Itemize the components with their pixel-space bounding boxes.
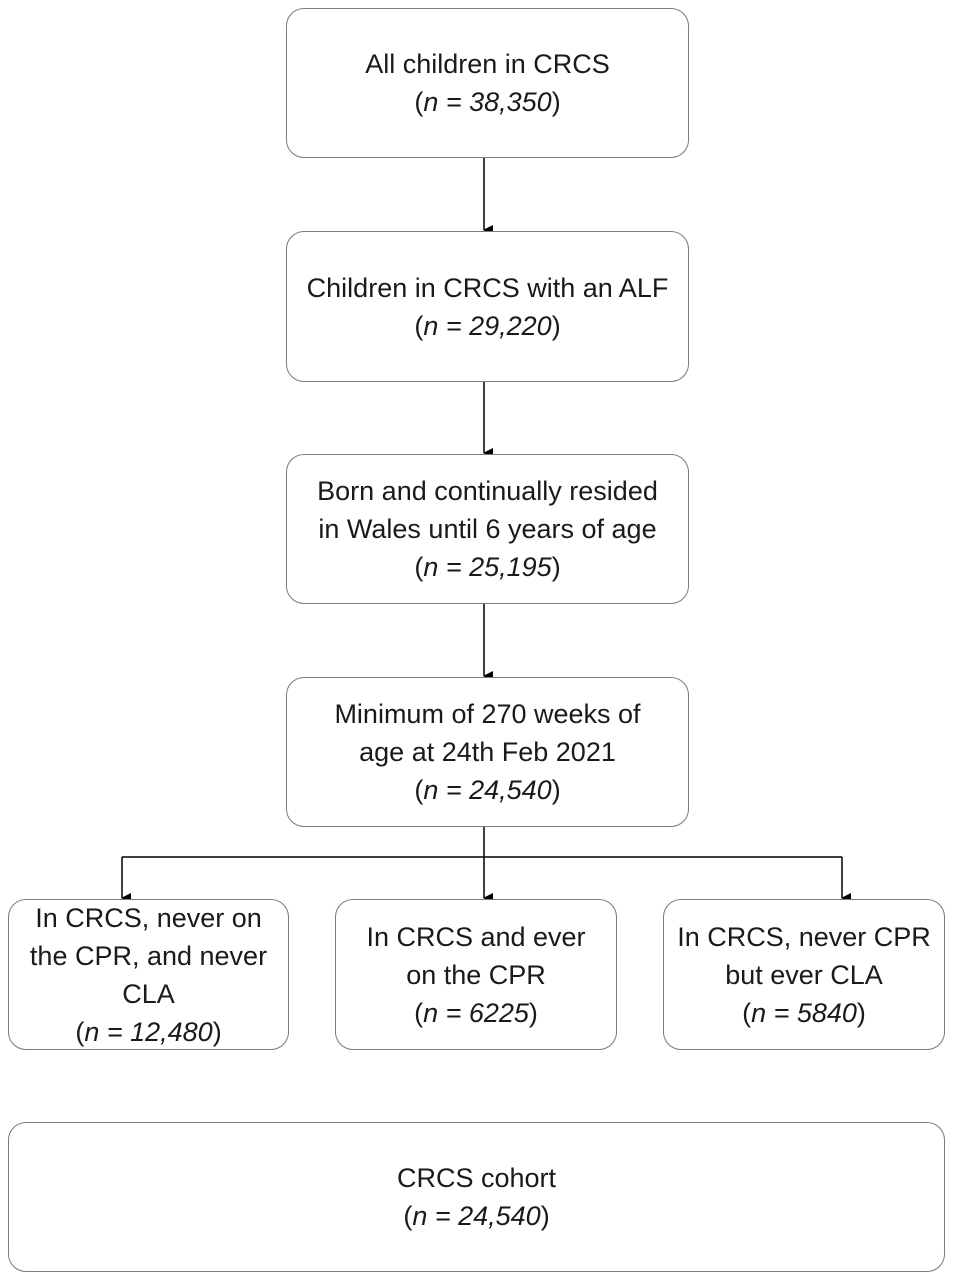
flow-box-born-resided-wales: Born and continually resided in Wales un…	[286, 454, 689, 604]
flow-box-minimum-age: Minimum of 270 weeks of age at 24th Feb …	[286, 677, 689, 827]
box-label: on the CPR	[406, 959, 546, 990]
box-label: the CPR, and never	[29, 940, 268, 971]
box-label: In CRCS and ever	[366, 921, 586, 952]
box-label: but ever CLA	[725, 959, 883, 990]
box-label: Born and continually resided	[317, 476, 658, 506]
box-label: in Wales until 6 years of age	[318, 514, 657, 544]
flow-box-with-alf: Children in CRCS with an ALF (n = 29,220…	[286, 231, 689, 382]
box-count: n = 12,480	[84, 1016, 213, 1047]
flow-box-never-cpr-never-cla: In CRCS, never on the CPR, and never CLA…	[8, 899, 289, 1050]
flow-box-crcs-cohort: CRCS cohort (n = 24,540)	[8, 1122, 945, 1272]
box-count: n = 24,540	[423, 775, 552, 805]
flow-box-all-children: All children in CRCS (n = 38,350)	[286, 8, 689, 158]
box-count: n = 29,220	[423, 310, 552, 341]
box-count: n = 6225	[423, 997, 529, 1028]
box-label: In CRCS, never CPR	[677, 921, 931, 952]
box-label: CLA	[122, 978, 175, 1009]
box-count: n = 5840	[751, 997, 857, 1028]
box-label: age at 24th Feb 2021	[359, 737, 616, 767]
box-count: n = 38,350	[423, 87, 552, 117]
box-label: Minimum of 270 weeks of	[334, 699, 641, 729]
box-label: Children in CRCS with an ALF	[306, 272, 669, 303]
box-count: n = 25,195	[423, 552, 552, 582]
box-label: CRCS cohort	[396, 1163, 557, 1193]
box-label: In CRCS, never on	[35, 902, 262, 933]
flow-box-never-cpr-ever-cla: In CRCS, never CPR but ever CLA (n = 584…	[663, 899, 945, 1050]
flow-box-ever-cpr: In CRCS and ever on the CPR (n = 6225)	[335, 899, 617, 1050]
box-count: n = 24,540	[412, 1201, 541, 1231]
box-label: All children in CRCS	[365, 49, 610, 79]
